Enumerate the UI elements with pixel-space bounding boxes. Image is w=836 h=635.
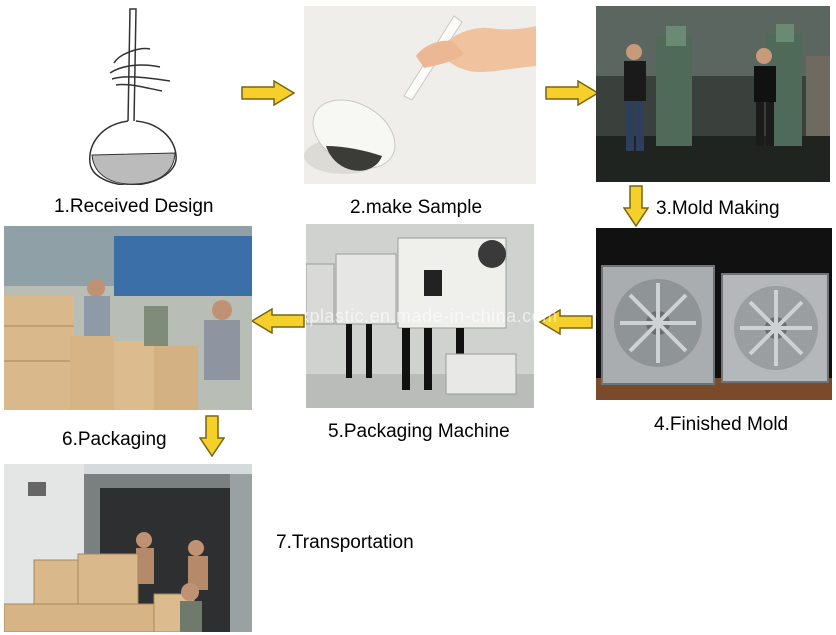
yellow-block-arrow-icon: [241, 80, 296, 106]
arrow-down-2: [199, 414, 225, 458]
step-4-image: [596, 228, 832, 400]
arrow-right-2: [544, 80, 600, 106]
yellow-block-arrow-icon: [199, 415, 225, 458]
step-6-image: [4, 226, 252, 410]
arrow-left-2: [250, 308, 306, 334]
yellow-block-arrow-icon: [623, 185, 649, 228]
step-1-label: 1.Received Design: [54, 196, 214, 217]
step-2-label: 2.make Sample: [350, 197, 483, 218]
step-3-image: [596, 6, 830, 182]
step-5-label: 5.Packaging Machine: [328, 421, 510, 442]
watermark: snxplastic.en.made-in-china.com: [280, 306, 558, 326]
yellow-block-arrow-icon: [545, 80, 600, 106]
step-7-label: 7.Transportation: [276, 532, 414, 553]
yellow-block-arrow-icon: [538, 309, 593, 335]
step-2-image: [304, 6, 536, 184]
step-1-image: [80, 5, 185, 185]
arrow-down-1: [623, 184, 649, 228]
step-6-label: 6.Packaging: [62, 429, 167, 450]
arrow-left-1: [538, 309, 594, 335]
yellow-block-arrow-icon: [250, 308, 305, 334]
step-7-image: [4, 464, 252, 632]
step-4-label: 4.Finished Mold: [654, 414, 789, 435]
arrow-right-1: [240, 80, 296, 106]
step-5-image: [306, 224, 534, 408]
step-3-label: 3.Mold Making: [656, 198, 780, 219]
